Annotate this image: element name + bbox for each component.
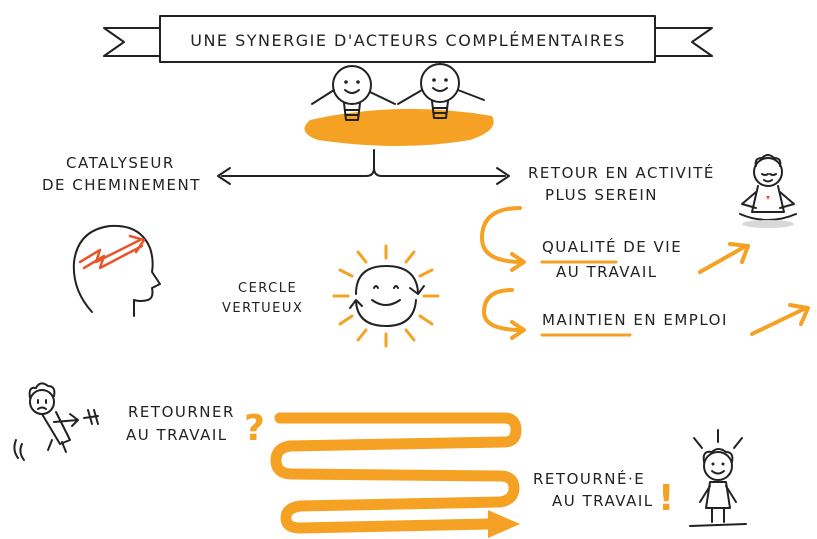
plus-serein-label: PLUS SEREIN: [545, 186, 658, 204]
cheminement-label: DE CHEMINEMENT: [42, 176, 201, 194]
lightbulb-icon: [397, 63, 485, 119]
au-travail-label: AU TRAVAIL: [556, 263, 658, 281]
title-banner: UNE SYNERGIE D'ACTEURS COMPLÉMENTAIRES: [103, 15, 713, 63]
happy-person-icon: [689, 429, 747, 527]
retourner-travail-label: AU TRAVAIL: [126, 426, 228, 444]
winding-path: [270, 412, 522, 538]
head-profile-icon: [72, 224, 161, 317]
branch-arrow: [217, 149, 510, 185]
exclamation-mark: !: [658, 478, 674, 519]
lightbulb-duo: [304, 63, 494, 146]
cercle-label: CERCLE: [238, 281, 297, 296]
retourne-travail-label: AU TRAVAIL: [552, 492, 654, 510]
retour-activite-label: RETOUR EN ACTIVITÉ: [528, 163, 715, 182]
catalyseur-label: CATALYSEUR: [66, 154, 175, 172]
meditating-person-icon: [739, 154, 797, 228]
maintien-emploi-label: MAINTIEN EN EMPLOI: [542, 311, 728, 329]
qualite-vie-label: QUALITÉ DE VIE: [542, 237, 682, 256]
lightbulb-icon: [311, 65, 396, 121]
retourne-label: RETOURNÉ·E: [533, 469, 645, 488]
sun-icon: [332, 244, 440, 348]
orange-table: [304, 108, 494, 146]
question-mark: ?: [244, 408, 265, 449]
flow-arrows: [480, 206, 810, 340]
title-text: UNE SYNERGIE D'ACTEURS COMPLÉMENTAIRES: [190, 31, 626, 50]
retourner-label: RETOURNER: [128, 403, 235, 421]
worried-person-icon: [13, 382, 99, 461]
vertueux-label: VERTUEUX: [222, 301, 303, 316]
